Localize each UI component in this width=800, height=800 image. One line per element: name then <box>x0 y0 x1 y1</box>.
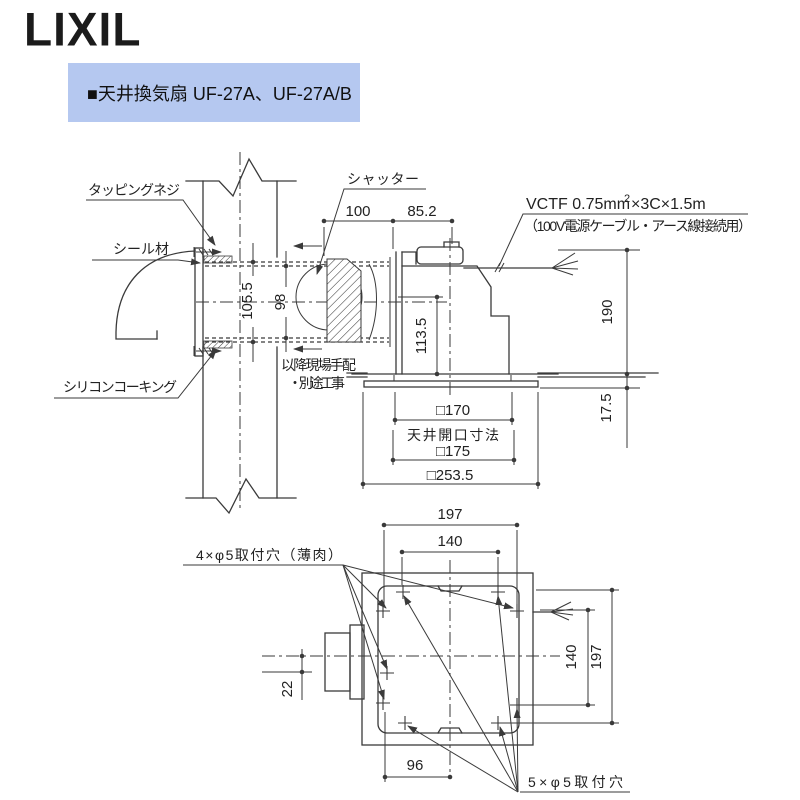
cable-spec-text2: ×3C×1.5m <box>631 196 706 213</box>
dim-190: 190 <box>599 299 616 324</box>
dim-17-5: 17.5 <box>598 393 615 422</box>
bottom-view-dimensions: 197 140 140 197 22 96 <box>262 506 619 782</box>
holes-4-label: 4×φ5取付穴（薄肉） <box>196 547 342 563</box>
dim-85-2: 85.2 <box>407 203 436 220</box>
title-banner: ■天井換気扇 UF-27A、UF-27A/B <box>68 63 360 122</box>
wall-section <box>185 152 297 515</box>
shutter-label: シャッター <box>347 171 419 187</box>
dim-197-right: 197 <box>588 644 605 669</box>
bottom-view-body <box>262 560 574 778</box>
ceiling-lines <box>293 242 659 389</box>
shutter-assembly <box>295 257 391 347</box>
duct-field-supplied <box>196 261 447 343</box>
cable-spec-text: VCTF 0.75mm <box>526 196 630 213</box>
dim-98: 98 <box>272 294 289 311</box>
dim-sq170: □170 <box>436 402 470 419</box>
dim-140-right: 140 <box>563 644 580 669</box>
silicone-caulk-label: シリコンコーキング <box>63 379 177 395</box>
dim-sq175: □175 <box>436 443 470 460</box>
weather-hood <box>115 247 204 357</box>
cable-note-label: （100V電源ケーブル・アース線接続用） <box>524 218 752 234</box>
seal-material-label: シール材 <box>113 241 169 257</box>
mounting-holes <box>376 585 524 730</box>
dim-22: 22 <box>279 681 296 698</box>
bottom-view-labels: 4×φ5取付穴（薄肉） 5×φ5取付穴 <box>183 547 630 793</box>
fan-unit-body <box>351 238 579 398</box>
dim-113-5: 113.5 <box>413 318 430 354</box>
dim-96: 96 <box>407 757 424 774</box>
site-note-line1: 以降現場手配 <box>281 357 356 373</box>
dim-140-top: 140 <box>437 533 462 550</box>
dim-sq253-5: □253.5 <box>427 467 474 484</box>
dim-105-5: 105.5 <box>239 282 256 320</box>
ceiling-opening-label: 天井開口寸法 <box>407 427 499 443</box>
dim-197-top: 197 <box>437 506 462 523</box>
lixil-logo: LIXIL <box>24 2 142 56</box>
holes-5-label: 5×φ5取付穴 <box>528 774 623 790</box>
side-view-dimensions: 100 85.2 105.5 98 113.5 190 17.5 □170 天井… <box>239 203 640 489</box>
cable-spec-sup: 2 <box>624 193 630 205</box>
side-view-labels: タッピングネジ シール材 シリコンコーキング シャッター VCTF 0.75mm… <box>54 171 752 399</box>
site-note-line2: ・別途工事 <box>288 375 345 391</box>
page-title: ■天井換気扇 UF-27A、UF-27A/B <box>87 83 352 104</box>
tapping-screw-label: タッピングネジ <box>88 182 180 198</box>
dim-100: 100 <box>345 203 370 220</box>
